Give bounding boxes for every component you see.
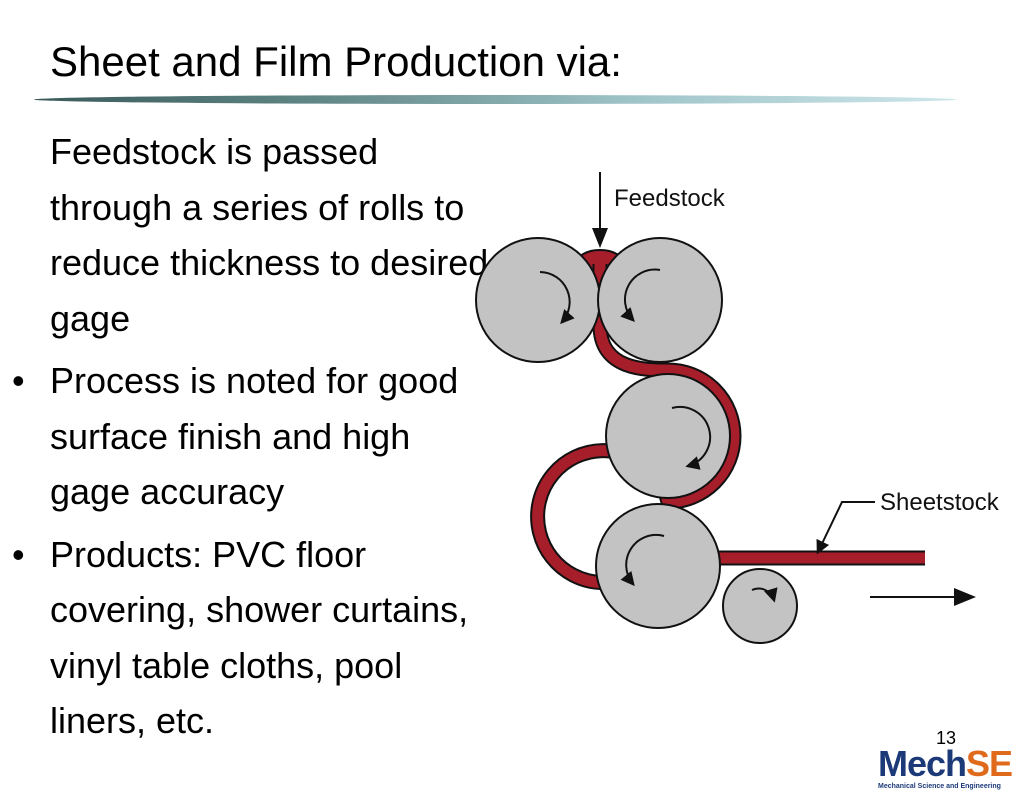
intro-paragraph: Feedstock is passed through a series of … <box>50 131 489 339</box>
rotation-arrow-icon <box>620 268 661 323</box>
bullet-icon: • <box>12 360 25 401</box>
calender-rolls-diagram: Feedstock Sheetstock <box>475 172 1000 644</box>
mechse-logo: MechSE Mechanical Science and Engineerin… <box>878 744 1024 791</box>
rotation-arrow-icon <box>751 587 778 603</box>
rotation-arrow-icon <box>620 533 665 587</box>
bullet-icon: • <box>12 533 25 575</box>
roll-4 <box>595 503 721 629</box>
output-arrowhead <box>954 588 976 606</box>
slide-title: Sheet and Film Production via: <box>50 38 622 85</box>
feed-arrowhead <box>592 228 608 248</box>
sheetstock-label: Sheetstock <box>880 489 1000 516</box>
slide-body: Feedstock is passed through a series of … <box>0 124 490 749</box>
bullet-text: Products: PVC floor covering, shower cur… <box>50 533 469 742</box>
take-off-roll <box>722 568 798 644</box>
roll-1 <box>475 237 601 363</box>
roll-2 <box>597 237 723 363</box>
rotation-arrow-icon <box>671 405 712 470</box>
page-number: 13 <box>936 728 957 748</box>
logo-subtitle: Mechanical Science and Engineering <box>878 783 1001 790</box>
sheetstock-leader-arrow <box>816 501 875 555</box>
bullet-item: • Products: PVC floor covering, shower c… <box>0 527 490 749</box>
logo-wordmark: MechSE <box>878 743 1013 784</box>
title-divider <box>34 95 956 104</box>
roll-3 <box>605 373 731 499</box>
feedstock-label: Feedstock <box>614 185 726 212</box>
rotation-arrow-icon <box>539 271 575 325</box>
bullet-text: Process is noted for good surface finish… <box>50 360 459 512</box>
bullet-item: • Process is noted for good surface fini… <box>0 353 490 520</box>
